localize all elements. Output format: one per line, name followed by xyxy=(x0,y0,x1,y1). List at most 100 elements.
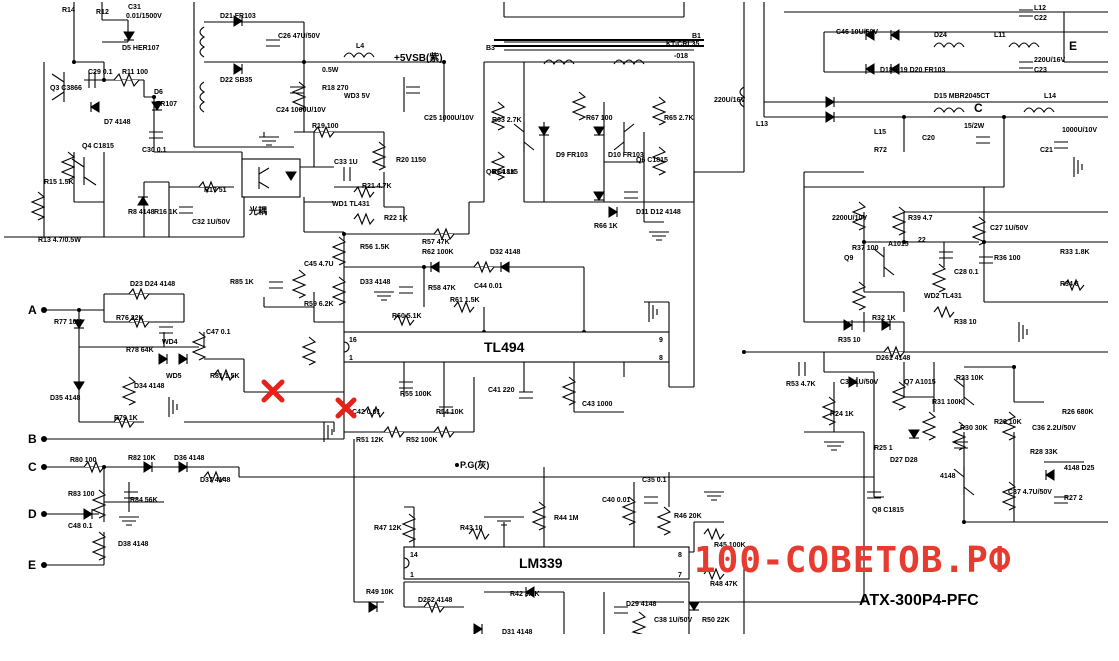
component-label: C38 1U/50V xyxy=(654,617,692,624)
component-label: R43 10 xyxy=(460,525,483,532)
component-label: 220U/16V xyxy=(714,97,745,104)
ic-lm339-pin-7: 7 xyxy=(678,572,682,579)
component-label: C22 xyxy=(1034,15,1047,22)
component-label: R60 5.1K xyxy=(392,313,422,320)
component-label: R85 1K xyxy=(230,279,254,286)
ic-lm339-pin-14: 14 xyxy=(410,552,418,559)
grounds xyxy=(119,136,1083,526)
component-label: R11 100 xyxy=(122,69,148,76)
component-label: D33 4148 xyxy=(360,279,390,286)
component-label: L13 xyxy=(756,121,768,128)
schematic-diagram: TL494 16 9 1 8 LM339 14 8 1 7 A B C D E … xyxy=(4,0,1108,636)
wires xyxy=(4,2,1108,634)
component-label: R52 100K xyxy=(406,437,438,444)
component-label: 15/2W xyxy=(964,123,985,130)
component-label: C37 4.7U/50V xyxy=(1008,489,1052,496)
component-label: D22 SB35 xyxy=(220,77,252,84)
component-label: R30 30K xyxy=(960,425,988,432)
component-label: R19 100 xyxy=(312,123,339,130)
port-a: A xyxy=(28,303,37,317)
component-label: D38 4148 xyxy=(118,541,148,548)
component-label: D35 4148 xyxy=(50,395,80,402)
component-label: R84 56K xyxy=(130,497,158,504)
component-label: KT-CRL35 xyxy=(666,41,700,48)
component-label: D37 4148 xyxy=(200,477,230,484)
port-c: C xyxy=(28,460,37,474)
port-e-right: E xyxy=(1069,39,1077,53)
component-label: R59 6.2K xyxy=(304,301,334,308)
component-label: D31 4148 xyxy=(502,629,532,634)
component-label: R46 20K xyxy=(674,513,702,520)
component-label: 2200U/10V xyxy=(832,215,867,222)
component-label: D261 4148 xyxy=(876,355,910,362)
component-label: R31 100K xyxy=(932,399,964,406)
diodes xyxy=(73,15,1055,635)
component-label: D11 D12 4148 xyxy=(636,209,681,216)
rail-vsb: +5VSB(紫) xyxy=(394,51,443,64)
component-label: C33 1U xyxy=(334,159,358,166)
component-label: Q9 xyxy=(844,255,853,262)
component-label: R44 1M xyxy=(554,515,579,522)
component-label: R47 12K xyxy=(374,525,402,532)
component-label: FR107 xyxy=(156,101,177,108)
component-label: D18 D19 D20 FR103 xyxy=(880,67,945,74)
port-b: B xyxy=(28,432,37,446)
red-cross-marker xyxy=(261,379,285,403)
component-label: R80 100 xyxy=(70,457,97,464)
component-label: R63 2.7K xyxy=(492,117,522,124)
component-label: R78 64K xyxy=(126,347,154,354)
ports: A B C D E E C xyxy=(28,39,1077,572)
component-label: R37 100 xyxy=(852,245,879,252)
port-e: E xyxy=(28,558,36,572)
component-label: WD4 xyxy=(162,339,178,346)
component-label: 22 xyxy=(918,237,926,244)
component-label: C40 0.01 xyxy=(602,497,631,504)
component-label: 4148 D25 xyxy=(1064,465,1094,472)
component-label: L4 xyxy=(356,43,364,50)
component-label: R15 1.5K xyxy=(44,179,74,186)
component-label: R61 1.5K xyxy=(450,297,480,304)
port-d: D xyxy=(28,507,37,521)
component-label: C44 0.01 xyxy=(474,283,503,290)
component-label: R8 4148 xyxy=(128,209,155,216)
component-label: A1015 xyxy=(888,241,909,248)
ic-tl494-pin-8: 8 xyxy=(659,355,663,362)
component-label: R42 3.9K xyxy=(510,591,540,598)
component-label: R81 1.5K xyxy=(210,373,240,380)
component-label: R39 4.7 xyxy=(908,215,933,222)
component-label: WD1 TL431 xyxy=(332,201,370,208)
component-label: R65 2.7K xyxy=(664,115,694,122)
component-label: R24 1K xyxy=(830,411,854,418)
component-label: R13 4.7/0.5W xyxy=(38,237,81,244)
component-label: R35 10 xyxy=(838,337,861,344)
component-label: D34 4148 xyxy=(134,383,164,390)
component-label: D29 4148 xyxy=(626,601,656,608)
component-label: C36 2.2U/50V xyxy=(1032,425,1076,432)
ic-lm339-pin-1: 1 xyxy=(410,572,414,579)
component-label: C25 1000U/10V xyxy=(424,115,474,122)
component-label: R33 1.8K xyxy=(1060,249,1090,256)
ic-tl494: TL494 16 9 1 8 xyxy=(343,331,670,363)
component-label: 0.01/1500V xyxy=(126,13,162,20)
component-label: Q5 C1815 xyxy=(486,169,518,176)
component-label: R67 100 xyxy=(586,115,613,122)
ic-lm339-name: LM339 xyxy=(519,555,563,571)
capacitors xyxy=(88,9,1068,614)
component-label: R82 10K xyxy=(128,455,156,462)
component-label: L14 xyxy=(1044,93,1056,100)
component-label: R25 1 xyxy=(874,445,893,452)
red-cross-marker xyxy=(335,397,357,419)
component-label: D24 xyxy=(934,32,947,39)
model-name: ATX-300P4-PFC xyxy=(859,592,979,609)
component-label: D15 MBR2045CT xyxy=(934,93,990,100)
watermark: 100-СОВЕТОВ.РФ xyxy=(694,540,1011,581)
component-label: C29 0.1 xyxy=(88,69,113,76)
optocoupler-label: 光耦 xyxy=(248,205,267,216)
component-label: R38 10 xyxy=(954,319,977,326)
component-label: D7 4148 xyxy=(104,119,131,126)
component-label: C30 0.1 xyxy=(142,147,167,154)
component-label: C46 10U/50V xyxy=(836,29,878,36)
component-label: D36 4148 xyxy=(174,455,204,462)
component-label: C20 xyxy=(922,135,935,142)
schematic-canvas: TL494 16 9 1 8 LM339 14 8 1 7 A B C D E … xyxy=(4,0,1108,636)
